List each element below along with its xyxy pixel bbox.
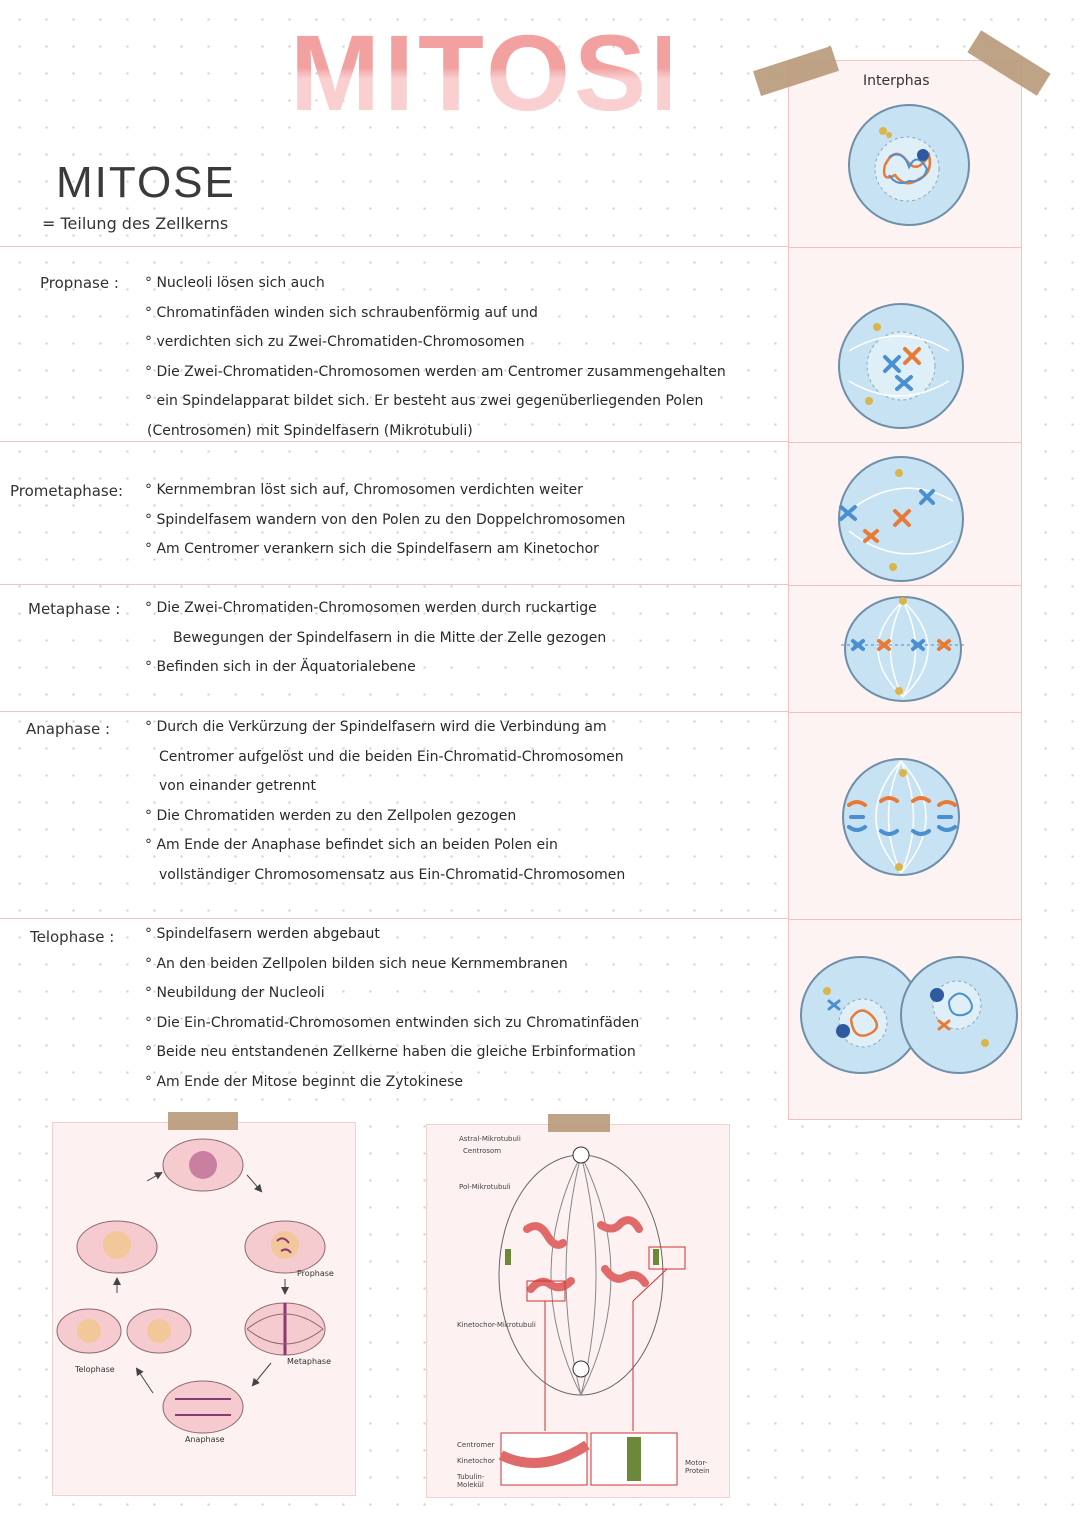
note-line: Beide neu entstandenen Zellkerne haben d…: [145, 1038, 639, 1068]
note-line: Centromer aufgelöst und die beiden Ein-C…: [159, 748, 624, 765]
panel-divider: [789, 919, 1021, 920]
telophase-notes: Spindelfasern werden abgebaut An den bei…: [145, 920, 639, 1097]
cycle-illustration: [56, 1138, 326, 1434]
anaphase-cell: [842, 758, 960, 876]
divider: [0, 246, 790, 247]
prophase-notes: Nucleoli lösen sich auch Chromatinfäden …: [145, 269, 726, 446]
panel-divider: [789, 712, 1021, 713]
note-line: (Centrosomen) mit Spindelfasern (Mikrotu…: [147, 422, 473, 439]
label-motor-protein: Motor-Protein: [685, 1459, 710, 1475]
note-line: Durch die Verkürzung der Spindelfasern w…: [145, 713, 625, 743]
spindle-apparatus-diagram: Astral-Mikrotubuli Centrosom Pol-Mikrotu…: [426, 1124, 730, 1498]
phase-label-prophase: Propnase :: [40, 274, 119, 292]
label-prophase: Prophase: [297, 1269, 334, 1278]
telophase-cell: [800, 956, 1018, 1074]
panel-divider: [789, 247, 1021, 248]
note-line: An den beiden Zellpolen bilden sich neue…: [145, 950, 639, 980]
interphase-cell: [848, 104, 970, 226]
page-title: MITOSE: [290, 12, 727, 133]
note-line: Kernmembran löst sich auf, Chromosomen v…: [145, 476, 625, 506]
note-line: Die Ein-Chromatid-Chromosomen entwinden …: [145, 1009, 639, 1039]
tape-decoration: [168, 1112, 238, 1130]
phase-label-anaphase: Anaphase :: [26, 720, 111, 738]
label-kinetochor: Kinetochor: [457, 1457, 495, 1465]
label-metaphase: Metaphase: [287, 1357, 332, 1366]
cell-stages-illustration: [800, 104, 1018, 1074]
definition-text: = Teilung des Zellkerns: [42, 214, 229, 233]
note-line: ein Spindelapparat bildet sich. Er beste…: [145, 387, 726, 417]
prometaphase-notes: Kernmembran löst sich auf, Chromosomen v…: [145, 476, 625, 565]
note-line: Bewegungen der Spindelfasern in die Mitt…: [173, 629, 607, 646]
note-line: Chromatinfäden winden sich schraubenförm…: [145, 299, 726, 329]
note-line: von einander getrennt: [159, 778, 316, 794]
phase-label-prometaphase: Prometaphase:: [10, 482, 124, 500]
note-line: Spindelfasern werden abgebaut: [145, 920, 639, 950]
prometaphase-cell: [838, 456, 964, 582]
note-line: Die Zwei-Chromatiden-Chromosomen werden …: [145, 358, 725, 388]
note-line: Nucleoli lösen sich auch: [145, 269, 726, 299]
label-telophase: Telophase: [75, 1365, 115, 1374]
tape-decoration: [548, 1114, 610, 1132]
note-line: Die Chromatiden werden zu den Zellpolen …: [145, 802, 625, 832]
label-tubulin: Tubulin-Molekül: [457, 1473, 485, 1489]
note-line: Spindelfasem wandern von den Polen zu de…: [145, 506, 625, 536]
note-line: Am Centromer verankern sich die Spindelf…: [145, 535, 625, 565]
label-astral-mt: Astral-Mikrotubuli: [459, 1135, 521, 1143]
note-line: Am Ende der Mitose beginnt die Zytokines…: [145, 1068, 639, 1098]
mitosis-cycle-diagram: Prophase Metaphase Anaphase Telophase: [52, 1122, 356, 1496]
divider: [0, 918, 790, 919]
metaphase-notes: Die Zwei-Chromatiden-Chromosomen werden …: [145, 594, 606, 683]
note-line: vollständiger Chromosomensatz aus Ein-Ch…: [159, 866, 626, 883]
metaphase-cell: [841, 596, 965, 702]
panel-title: Interphas: [863, 73, 930, 89]
label-centromer: Centromer: [457, 1441, 495, 1449]
note-line: verdichten sich zu Zwei-Chromatiden-Chro…: [145, 328, 726, 358]
note-line: Am Ende der Anaphase befindet sich an be…: [145, 831, 625, 861]
prophase-cell: [838, 303, 964, 429]
label-pol-mt: Pol-Mikrotubuli: [459, 1183, 511, 1191]
panel-divider: [789, 585, 1021, 586]
label-anaphase: Anaphase: [185, 1435, 225, 1444]
phase-label-telophase: Telophase :: [30, 928, 115, 946]
divider: [0, 584, 790, 585]
section-heading: MITOSE: [56, 158, 236, 207]
note-line: Neubildung der Nucleoli: [145, 979, 639, 1009]
panel-divider: [789, 442, 1021, 443]
anaphase-notes: Durch die Verkürzung der Spindelfasern w…: [145, 713, 625, 890]
phase-label-metaphase: Metaphase :: [28, 600, 121, 618]
divider: [0, 441, 790, 442]
note-line: Befinden sich in der Äquatorialebene: [145, 653, 606, 683]
note-line: Die Zwei-Chromatiden-Chromosomen werden …: [145, 594, 606, 624]
divider: [0, 711, 790, 712]
cell-stages-panel: Interphas: [788, 60, 1022, 1120]
label-centrosom: Centrosom: [463, 1147, 502, 1155]
spindle-illustration: [498, 1146, 686, 1486]
label-kinetochor-mt: Kinetochor-Mikrotubuli: [457, 1321, 536, 1329]
